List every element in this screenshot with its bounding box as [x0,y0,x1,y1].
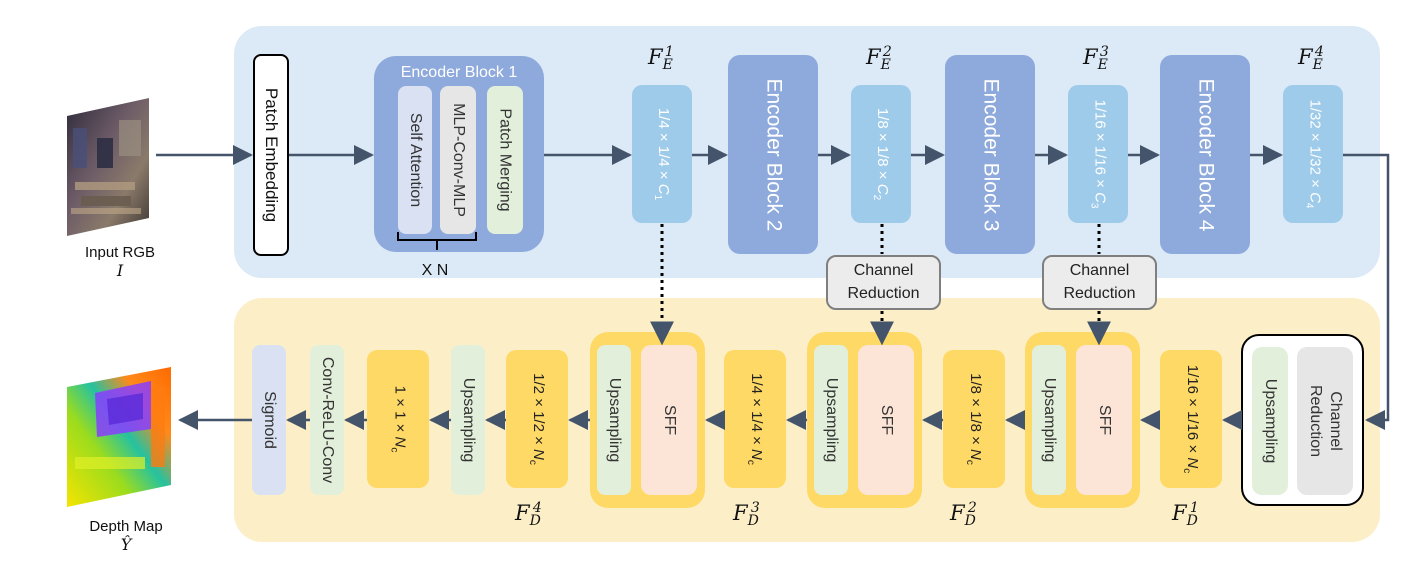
head-upsampling-box: Upsampling [1252,347,1288,495]
patch-embedding-box: Patch Embedding [253,54,289,256]
sff-1-upsampling-box: Upsampling [1032,345,1066,495]
decoder-feature-2: 1/8 × 1/8 × Nc [943,350,1005,488]
decoder-feature-4-label: FD4 [515,500,542,530]
encoder-feature-3: 1/16 × 1/16 × C3 [1068,85,1128,223]
input-rgb-label: Input RGB [84,244,156,261]
encoder-block-3: Encoder Block 3 [945,55,1035,254]
repeat-label: X N [421,262,449,279]
sff-2-upsampling-box: Upsampling [814,345,848,495]
final-upsampling-box: Upsampling [451,345,485,495]
depth-map-caption: Depth Map Ŷ [83,518,169,554]
encoder-block-4: Encoder Block 4 [1160,55,1250,254]
encoder-feature-2: 1/8 × 1/8 × C2 [851,85,911,223]
encoder-feature-3-label: FE3 [1083,44,1109,74]
encoder-feature-1: 1/4 × 1/4 × C1 [632,85,692,223]
conv-relu-conv-box: Conv-ReLU-Conv [310,345,344,495]
input-rgb-image [67,98,149,236]
encoder-feature-4: 1/32 × 1/32 × C4 [1283,85,1343,223]
arrow-f4-to-head [1343,153,1390,430]
depth-map-label: Depth Map [89,518,163,535]
sff-2-box: SFF [858,345,914,495]
input-rgb-symbol: I [116,261,124,280]
mlp-conv-mlp-box: MLP-Conv-MLP [440,86,476,234]
encoder-feature-4-label: FE4 [1298,44,1324,74]
decoder-feature-1-label: FD1 [1172,500,1199,530]
encoder-block-2: Encoder Block 2 [728,55,818,254]
decoder-feature-2-label: FD2 [950,500,977,530]
sigmoid-box: Sigmoid [252,345,286,495]
repeat-bracket [397,232,477,250]
decoder-feature-3-label: FD3 [733,500,760,530]
sff-1-box: SFF [1076,345,1132,495]
encoder-block-1-title: Encoder Block 1 [400,64,518,81]
decoder-feature-full: 1 × 1 × Nc [367,350,429,488]
patch-merging-box: Patch Merging [487,86,523,234]
encoder-feature-1-label: FE1 [648,44,674,74]
depth-map-symbol: Ŷ [120,535,132,554]
self-attention-box: Self Attention [398,86,432,234]
decoder-feature-4: 1/2 × 1/2 × Nc [506,350,568,488]
sff-3-box: SFF [641,345,697,495]
decoder-feature-3: 1/4 × 1/4 × Nc [724,350,786,488]
input-rgb-caption: Input RGB I [78,244,162,280]
decoder-feature-1: 1/16 × 1/16 × Nc [1160,350,1222,488]
sff-3-upsampling-box: Upsampling [597,345,631,495]
depth-map-image [67,367,171,507]
encoder-feature-2-label: FE2 [866,44,892,74]
